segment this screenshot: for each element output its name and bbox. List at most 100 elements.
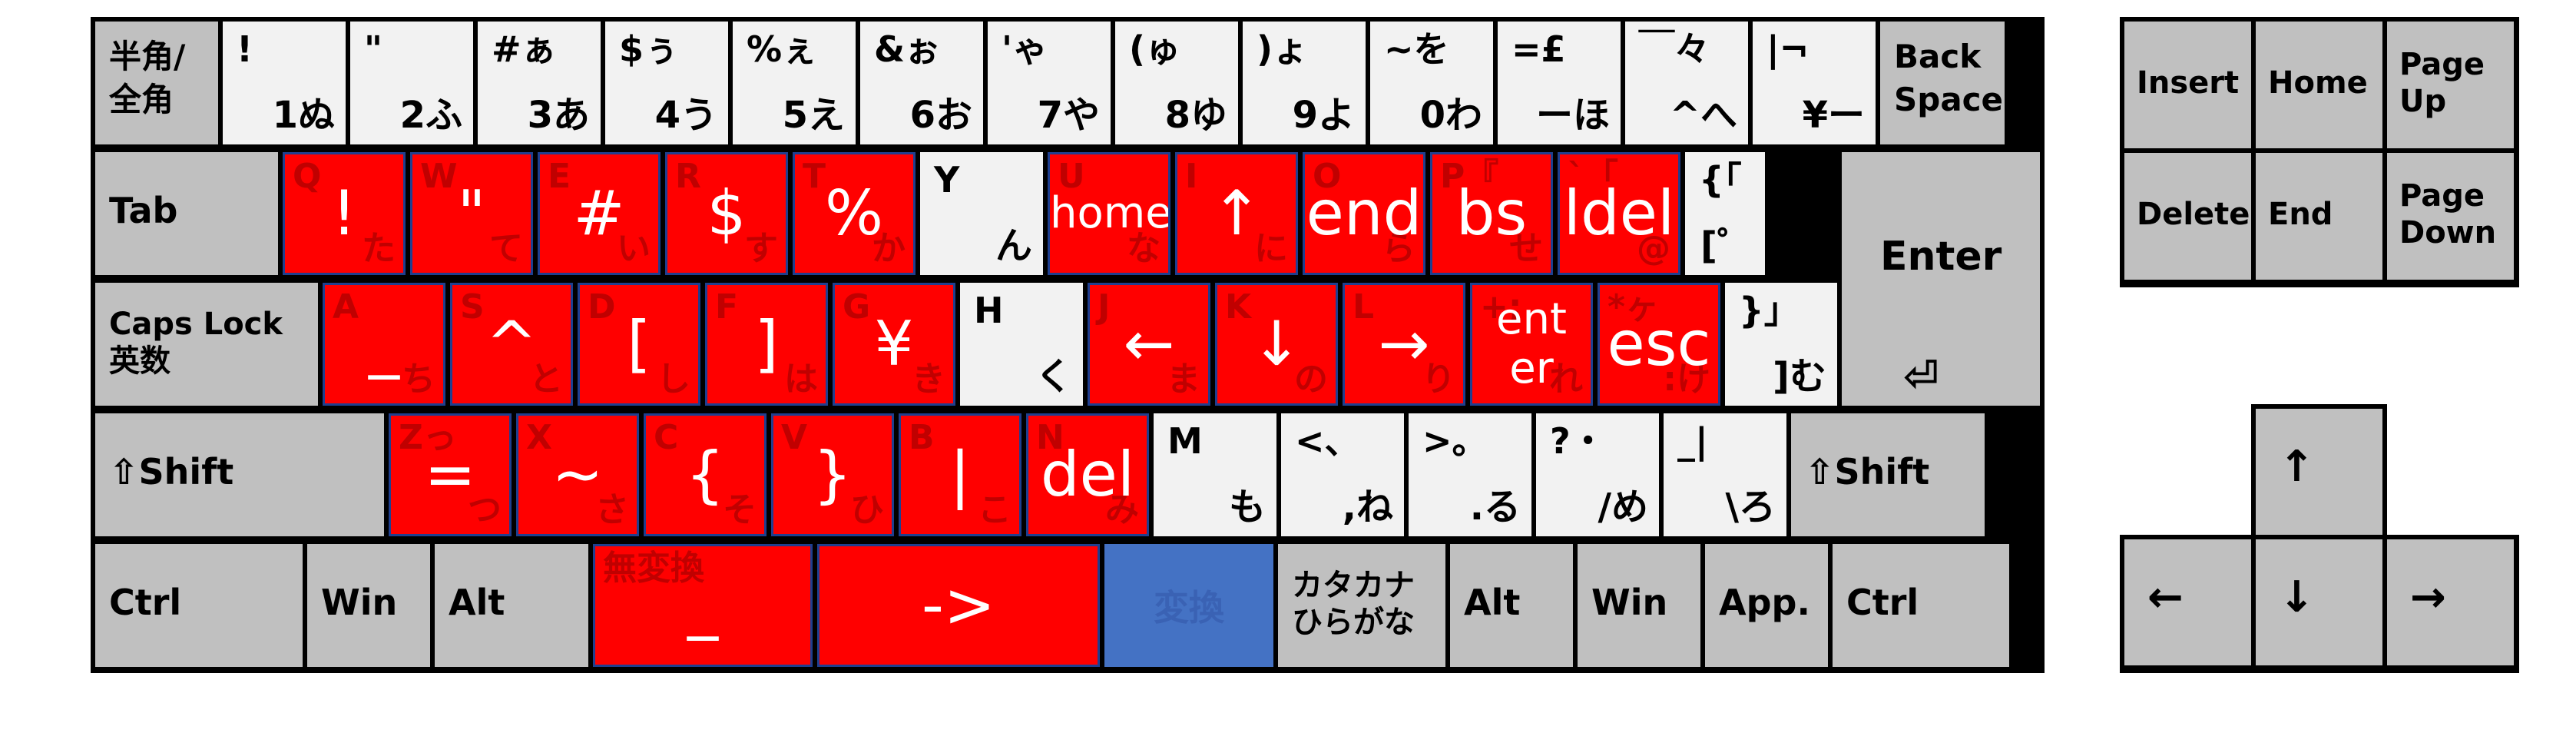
row5-key-6[interactable]: カタカナ ひらがな [1278,544,1445,667]
row5-key-8[interactable]: Win [1578,544,1700,667]
row5-key-1[interactable]: Win [307,544,430,667]
row1-key-13[interactable]: |¬¥ー [1753,22,1876,144]
key-kana-label: .る [1469,486,1521,529]
row5-key-5[interactable]: 変換 [1104,544,1273,667]
row5-key-2[interactable]: Alt [435,544,588,667]
key-symbol-label: >。 [1422,420,1488,462]
row3-key-12[interactable]: }」]む [1725,283,1837,406]
key-label: Alt [449,582,505,623]
row3-key-0[interactable]: Caps Lock 英数 [95,283,318,406]
nav-key-page-down[interactable]: Page Down [2387,153,2514,280]
row4-key-8[interactable]: <、,ね [1281,413,1404,536]
row1-key-11[interactable]: =£ーほ [1498,22,1621,144]
arrow-down-key[interactable]: ↓ [2256,539,2382,665]
row4-key-0[interactable]: ⇧Shift [95,413,384,536]
remapped-key-label: { [685,439,725,510]
row4-key-12[interactable]: ⇧Shift [1791,413,1985,536]
arrow-up-key[interactable]: ↑ [2256,409,2382,535]
key-kana-label: ん [995,224,1032,267]
nav-key-delete[interactable]: Delete [2124,153,2251,280]
row4-key-1[interactable]: Zっつ= [389,413,512,536]
row4-key-10[interactable]: ?・/め [1536,413,1659,536]
original-kana-legend: ま [1167,360,1200,399]
row4-key-9[interactable]: >。 .る [1409,413,1531,536]
original-kana-legend: さ [595,490,629,529]
row5-key-10[interactable]: Ctrl [1833,544,2009,667]
key-symbol-label: %ぇ [747,28,818,70]
row5-key-4[interactable]: -> [817,544,1100,667]
row1-key-1[interactable]: !1ぬ [223,22,346,144]
nav-key-page-up[interactable]: Page Up [2387,22,2514,148]
arrow-right-key[interactable]: → [2387,539,2514,665]
row1-key-2[interactable]: "2ふ [350,22,473,144]
nav-key-label: End [2268,197,2333,232]
nav-key-label: Page Down [2399,178,2497,250]
nav-key-home[interactable]: Home [2256,22,2382,148]
row1-key-14[interactable]: Back Space [1880,22,2005,144]
key-label: Alt [1464,582,1521,623]
original-kana-legend: れ [1549,360,1583,399]
row1-key-0[interactable]: 半角/ 全角 [95,22,218,144]
row2-key-0[interactable]: Tab [95,152,278,275]
row2-key-11[interactable]: `「@ldel [1558,152,1680,275]
key-symbol-label: ￣々 [1639,28,1710,70]
row5-key-0[interactable]: Ctrl [95,544,303,667]
key-symbol-label: ?・ [1550,420,1606,462]
remapped-key-label: del [1040,439,1135,510]
original-kana-legend: い [617,229,651,268]
nav-key-end[interactable]: End [2256,153,2382,280]
key-symbol-label: Y [934,159,960,201]
row5-key-3[interactable]: 無変換_ [593,544,813,667]
original-key-legend: J [1098,287,1111,327]
arrow-left-key[interactable]: ← [2124,539,2251,665]
key-label: カタカナ ひらがな [1292,568,1415,640]
row1-key-12[interactable]: ￣々^へ [1625,22,1748,144]
nav-key-insert[interactable]: Insert [2124,22,2251,148]
row2-key-12[interactable]: {「[゜ [1685,152,1765,275]
enter-key[interactable]: Enter⏎ [1842,152,2040,406]
key-label: Ctrl [109,582,182,623]
row4-key-11[interactable]: _|\ろ [1664,413,1786,536]
row5-key-9[interactable]: App. [1705,544,1828,667]
original-kana-legend: は [784,360,818,399]
key-symbol-label: M [1167,420,1203,462]
original-key-legend: I [1185,157,1198,196]
row5-key-7[interactable]: Alt [1450,544,1573,667]
remapped-key-label: bs [1455,177,1528,249]
